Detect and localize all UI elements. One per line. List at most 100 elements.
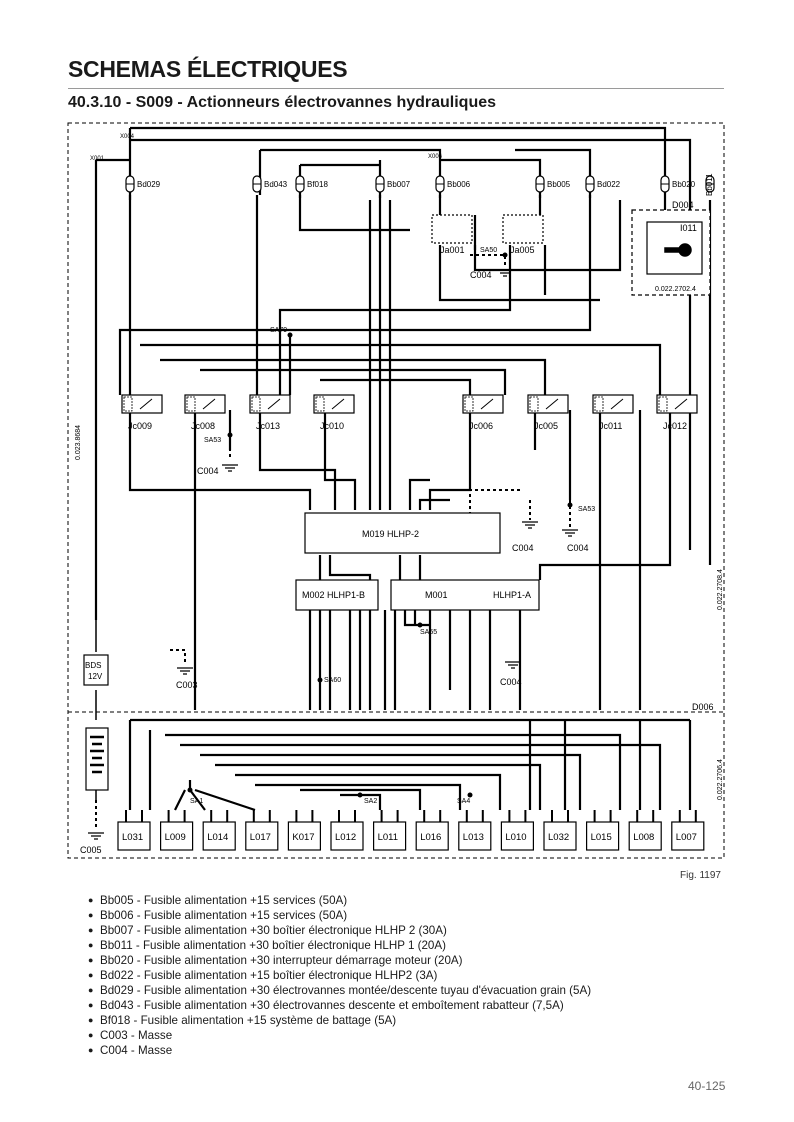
ground-symbols — [88, 269, 578, 840]
load-label: K017 — [292, 832, 314, 843]
load-label: L031 — [122, 832, 143, 843]
splice-label-sa60: SA60 — [324, 677, 341, 684]
ground-label-c004-b: C004 — [197, 466, 219, 476]
connector-label-x006: X006 — [428, 154, 443, 160]
relay-jc006: Jc006 — [462, 394, 504, 431]
fuse-bd029: Bd029 — [125, 175, 161, 193]
fuse-label: Bd029 — [137, 180, 161, 189]
legend-item: Bf018 - Fusible alimentation +15 système… — [88, 1013, 591, 1028]
relay-jc012: Jc012 — [656, 394, 698, 431]
module-m001 — [390, 579, 540, 611]
m001-sub-label: HLHP1-A — [493, 590, 531, 600]
relay-jc008: Jc008 — [184, 394, 226, 431]
fuse-label: Bb011 — [705, 173, 714, 196]
legend-item: Bb006 - Fusible alimentation +15 service… — [88, 908, 591, 923]
fuse-bb006: Bb006 — [435, 175, 471, 193]
bds-voltage-label: 12V — [88, 672, 103, 681]
load-label: L017 — [250, 832, 271, 843]
relay-jc011: Jc011 — [592, 394, 634, 431]
title-divider — [68, 88, 724, 89]
code-label-left: 0.023.8684 — [75, 425, 82, 460]
ground-label-c005: C005 — [80, 845, 102, 855]
load-l015: L015 — [585, 810, 620, 851]
load-label: L007 — [676, 832, 697, 843]
code-label-d004: 0.022.2702.4 — [655, 286, 696, 293]
load-l017: L017 — [245, 810, 279, 851]
connector-label-x001: X001 — [90, 156, 105, 162]
m019-label: M019 HLHP-2 — [362, 529, 419, 539]
relay-label: Jc008 — [191, 421, 215, 431]
d006-label: D006 — [692, 702, 714, 712]
load-label: L014 — [207, 832, 228, 843]
relay-label: Jc010 — [320, 421, 344, 431]
figure-label: Fig. 1197 — [680, 870, 721, 881]
legend-item: Bb007 - Fusible alimentation +30 boîtier… — [88, 923, 591, 938]
relay-label: Jc006 — [469, 421, 493, 431]
load-l010: L010 — [500, 810, 534, 851]
connector-label-x004: X004 — [120, 134, 135, 140]
load-label: L011 — [378, 832, 398, 843]
legend-item: C004 - Masse — [88, 1043, 591, 1058]
fuse-bf018: Bf018 — [295, 175, 328, 193]
ground-label-c004-e: C004 — [500, 677, 522, 687]
fuse-label: Bb020 — [672, 180, 696, 189]
fuse-bd022: Bd022 — [585, 175, 621, 193]
load-l008: L008 — [628, 810, 662, 851]
legend-item: Bb005 - Fusible alimentation +15 service… — [88, 893, 591, 908]
fuse-label: Bb006 — [447, 180, 471, 189]
relay-label-ja001: Ja001 — [440, 245, 465, 255]
fuse-label: Bb005 — [547, 180, 571, 189]
splice-label-sa55: SA55 — [420, 629, 437, 636]
load-label: L009 — [165, 832, 186, 843]
module-bds — [83, 654, 109, 686]
fuse-bb005: Bb005 — [535, 175, 571, 193]
legend-item: Bb011 - Fusible alimentation +30 boîtier… — [88, 938, 591, 953]
relay-label: Jc013 — [256, 421, 280, 431]
load-label: L008 — [633, 832, 654, 843]
legend-item: Bd029 - Fusible alimentation +30 électro… — [88, 983, 591, 998]
legend-item: Bd022 - Fusible alimentation +15 boîtier… — [88, 968, 591, 983]
fuse-bd043: Bd043 — [252, 175, 288, 193]
fuse-label: Bd022 — [597, 180, 621, 189]
relay-label-ja005: Ja005 — [510, 245, 535, 255]
module-m019 — [304, 512, 501, 554]
legend-item: Bb020 - Fusible alimentation +30 interru… — [88, 953, 591, 968]
load-l013: L013 — [458, 810, 492, 851]
load-l031: L031 — [117, 810, 151, 851]
load-l032: L032 — [543, 810, 577, 851]
ground-label-c004-a: C004 — [470, 270, 492, 280]
relay-label: Jc005 — [534, 421, 558, 431]
splice-label-sa79: SA79 — [270, 327, 287, 334]
fuse-bb011: Bb011 — [705, 173, 715, 196]
relay-label: Jc009 — [128, 421, 152, 431]
legend-item: Bd043 - Fusible alimentation +30 électro… — [88, 998, 591, 1013]
splice-label-sa53-b: SA53 — [578, 506, 595, 513]
ground-label-c004-c: C004 — [512, 543, 534, 553]
page-subtitle: 40.3.10 - S009 - Actionneurs électrovann… — [68, 94, 497, 111]
splice-label-sa2: SA2 — [364, 798, 377, 805]
fuse-label: Bb007 — [387, 180, 411, 189]
splice-label-sa50: SA50 — [480, 247, 497, 254]
code-label-right-a: 0.022.2708.4 — [717, 569, 724, 610]
load-label: L032 — [548, 832, 569, 843]
page-title: SCHEMAS ÉLECTRIQUES — [68, 56, 348, 82]
relay-jc009: Jc009 — [121, 394, 163, 431]
code-label-right-b: 0.022.2706.4 — [717, 759, 724, 800]
legend-item: C003 - Masse — [88, 1028, 591, 1043]
splice-label-sa4: SA4 — [457, 798, 470, 805]
d004-label: D004 — [672, 200, 694, 210]
relay-label: Jc012 — [663, 421, 687, 431]
relay-label: Jc011 — [599, 421, 622, 431]
load-label: L013 — [463, 832, 484, 843]
load-label: L015 — [591, 832, 612, 843]
i011-label: I011 — [680, 223, 697, 233]
fuse-bb020: Bb020 — [660, 175, 696, 193]
splice-label-sa1: SA1 — [190, 798, 203, 805]
m002-label: M002 HLHP1-B — [302, 590, 365, 600]
load-l016: L016 — [415, 810, 449, 851]
load-l007: L007 — [671, 810, 705, 851]
splice-label-sa53-a: SA53 — [204, 437, 221, 444]
load-l014: L014 — [202, 810, 236, 851]
m001-label: M001 — [425, 590, 448, 600]
